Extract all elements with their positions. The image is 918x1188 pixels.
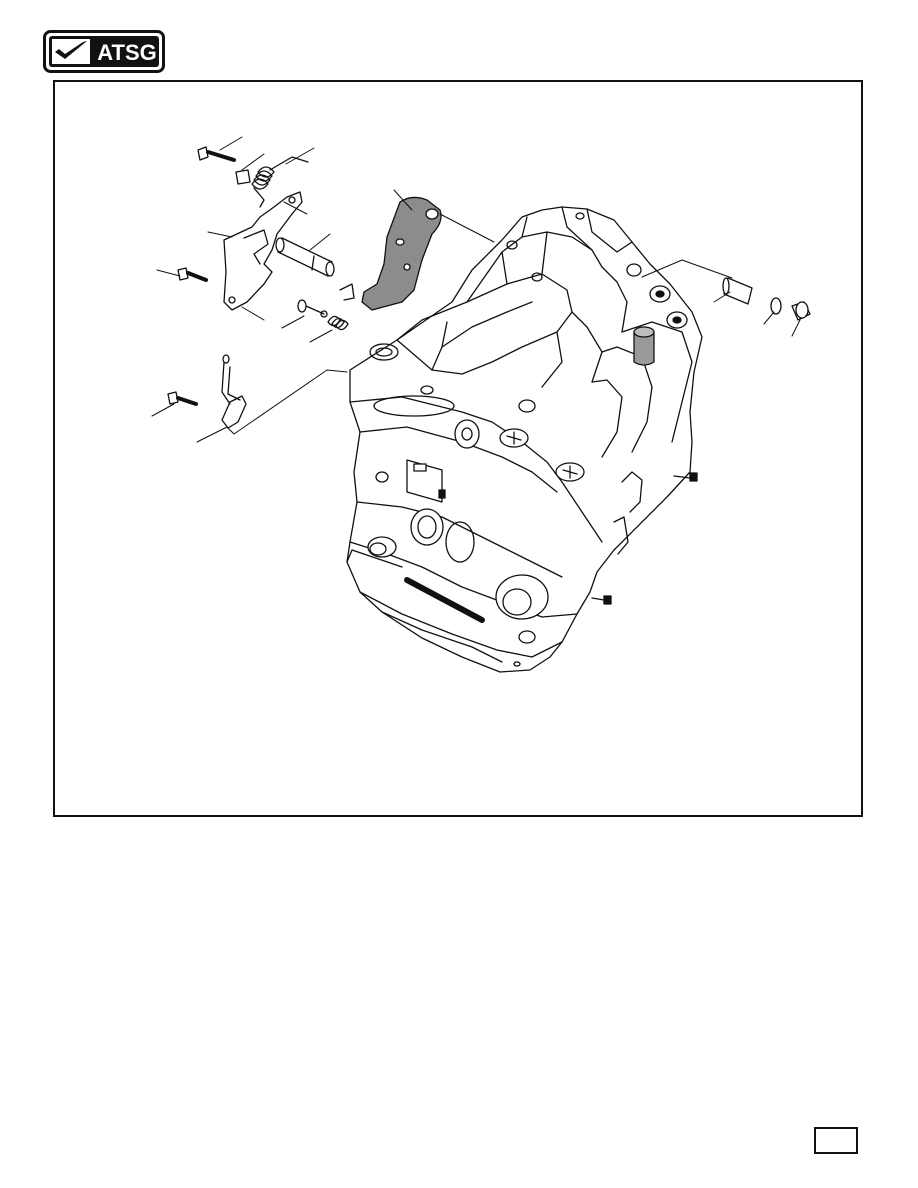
checkmark-wing-icon (52, 39, 90, 64)
torsion-spring (251, 156, 309, 208)
detent-plate (223, 191, 303, 311)
o-ring (770, 297, 782, 315)
lever-spring (339, 283, 355, 301)
page-number-box (814, 1127, 858, 1154)
figure-frame (53, 80, 863, 817)
wire-bracket (221, 354, 247, 429)
bottom-bolt (167, 391, 198, 406)
detent-spring (327, 315, 349, 331)
manual-lever (361, 196, 442, 311)
detent-pin (297, 299, 328, 318)
left-bolt (177, 267, 208, 282)
atsg-logo: ATSG (43, 30, 165, 73)
right-plug (791, 301, 811, 321)
manual-shaft (275, 237, 335, 277)
exploded-view-drawing (151, 136, 811, 673)
logo-text: ATSG (97, 40, 156, 65)
leader-lines (151, 136, 801, 443)
top-bolt (197, 146, 236, 162)
transmission-case (346, 206, 703, 673)
right-pin (722, 277, 753, 305)
bushing (235, 169, 251, 185)
